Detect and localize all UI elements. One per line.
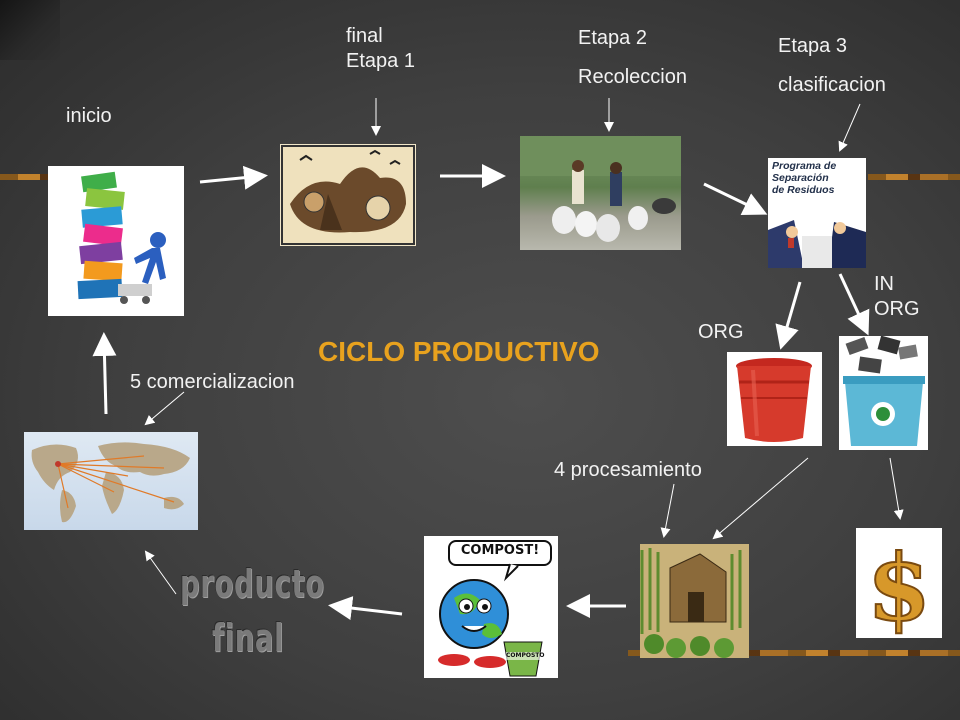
svg-text:$: $	[867, 534, 931, 638]
world-map-illustration	[31, 442, 190, 523]
label-procesamiento: 4 procesamiento	[554, 459, 702, 481]
sign-line-2: Separación	[772, 172, 829, 184]
band-top-right	[868, 174, 960, 180]
recoleccion-photo	[520, 136, 681, 242]
label-final: final	[346, 25, 383, 47]
corner-shade	[0, 0, 60, 60]
arrow-map-to-inicio	[92, 332, 117, 415]
image-inorg-bin	[839, 336, 928, 450]
label-comercializacion: 5 comercializacion	[130, 371, 295, 393]
image-inicio-packages	[48, 166, 184, 316]
red-bucket-illustration	[736, 358, 812, 442]
label-in: IN	[874, 273, 894, 295]
label-inicio: inicio	[66, 105, 112, 127]
compost-bubble	[448, 540, 552, 566]
label-etapa2-name: Etapa 2	[578, 27, 647, 49]
image-procesamiento-garden	[640, 544, 749, 658]
trash-cartoon-illustration	[281, 145, 415, 245]
label-producto-final: final	[212, 616, 285, 660]
pointer-inorg-to-dollar	[889, 457, 904, 520]
image-etapa3-sign: Programa de Separación de Residuos	[768, 158, 866, 268]
label-final-etapa1: final Etapa 1	[346, 24, 415, 74]
band-bottom	[628, 650, 960, 656]
label-producto: producto	[180, 562, 325, 606]
label-etapa2: Etapa 2 Recoleccion	[578, 26, 687, 90]
compost-illustration	[438, 563, 543, 677]
label-recoleccion: Recoleccion	[578, 66, 687, 88]
pointer-org-to-garden	[712, 457, 809, 540]
image-dollar: $	[856, 528, 942, 638]
arrow-etapa2-to-etapa3	[703, 182, 768, 215]
pointer-comercializacion	[144, 391, 185, 426]
label-etapa3-name: Etapa 3	[778, 35, 847, 57]
label-org: ORG	[698, 321, 744, 343]
pointer-etapa3	[838, 103, 861, 152]
label-in-org: IN ORG	[874, 272, 920, 322]
pointer-procesamiento	[660, 483, 675, 538]
sign-line-3: de Residuos	[772, 184, 835, 196]
arrow-inicio-to-etapa1	[199, 165, 268, 190]
garden-illustration	[640, 544, 749, 658]
packages-illustration	[77, 171, 166, 304]
sign-line-1: Programa de	[772, 160, 837, 172]
image-world-map	[24, 432, 198, 530]
arrow-etapa3-to-inorg	[838, 273, 870, 336]
diagram-title: CICLO PRODUCTIVO	[318, 336, 600, 367]
label-org-inorg: ORG	[874, 298, 920, 320]
dollar-sign-illustration: $	[866, 533, 932, 638]
label-etapa3: Etapa 3 clasificacion	[778, 34, 886, 98]
pointer-producto-to-map	[144, 550, 177, 595]
compost-bubble-text: COMPOST!	[460, 543, 540, 558]
image-compost: COMPOST! COMPOSTO	[424, 536, 558, 678]
arrow-etapa3-to-org	[775, 281, 802, 350]
band-top-left	[0, 174, 60, 180]
sign-illustration	[768, 220, 866, 268]
image-etapa2-recoleccion	[520, 136, 681, 250]
image-etapa1-trash	[280, 144, 416, 246]
inorganic-bin-illustration	[843, 336, 925, 446]
image-org-bucket	[727, 352, 822, 446]
label-etapa1: Etapa 1	[346, 50, 415, 72]
compost-bin-text: COMPOSTO	[506, 652, 545, 659]
label-clasificacion: clasificacion	[778, 74, 886, 96]
sign-title: Programa de Separación de Residuos	[772, 160, 864, 196]
arrow-compost-to-producto	[328, 596, 403, 621]
